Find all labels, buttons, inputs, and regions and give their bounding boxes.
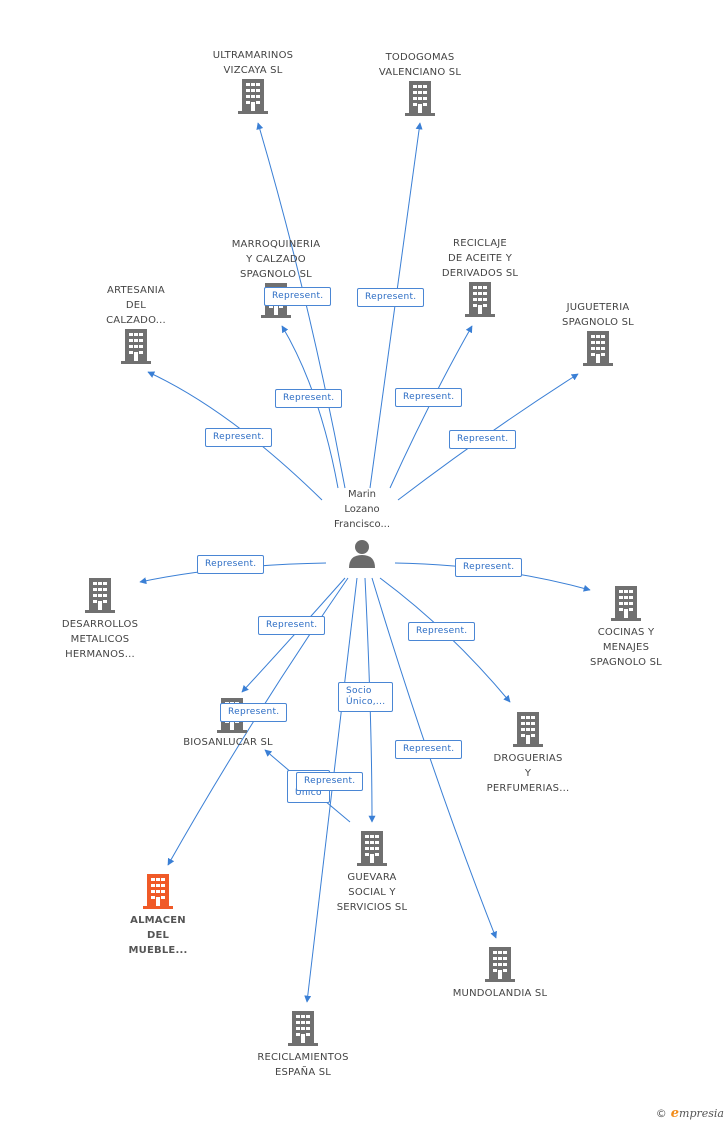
company-node-mundolandia[interactable]: MUNDOLANDIA SL	[440, 946, 560, 1001]
edge-label-represent[interactable]: Represent.	[258, 616, 326, 635]
company-label: JUGUETERIA SPAGNOLO SL	[562, 302, 634, 328]
brand-initial: e	[670, 1106, 680, 1121]
person-name: Marin Lozano Francisco...	[333, 489, 391, 530]
edge-label-represent[interactable]: Represent.	[455, 558, 523, 577]
building-icon	[611, 586, 641, 621]
company-node-reciclamientos[interactable]: RECICLAMIENTOS ESPAÑA SL	[243, 1010, 363, 1080]
company-label: MUNDOLANDIA SL	[452, 988, 548, 999]
edge-label-represent[interactable]: Represent.	[197, 555, 265, 574]
edge-label-represent[interactable]: Represent.	[296, 772, 364, 791]
edge-label-represent[interactable]: Represent.	[449, 430, 517, 449]
edge-artesania	[147, 371, 323, 501]
company-label: BIOSANLUCAR SL	[183, 737, 273, 748]
edge-biosanlucar	[241, 577, 346, 693]
edge-mundolandia	[371, 577, 497, 939]
company-label: RECICLAJE DE ACEITE Y DERIVADOS SL	[441, 238, 519, 279]
brand-name: mpresia	[679, 1107, 724, 1120]
building-icon	[238, 79, 268, 114]
company-label: TODOGOMAS VALENCIANO SL	[378, 52, 462, 78]
company-label: ULTRAMARINOS VIZCAYA SL	[212, 50, 294, 76]
edge-label-socio-unico[interactable]: Socio Único,...	[338, 682, 394, 712]
edge-label-represent[interactable]: Represent.	[220, 703, 288, 722]
edge-label-represent[interactable]: Represent.	[205, 428, 273, 447]
building-icon	[288, 1011, 318, 1046]
company-label: RECICLAMIENTOS ESPAÑA SL	[257, 1052, 349, 1078]
company-label: GUEVARA SOCIAL Y SERVICIOS SL	[336, 872, 408, 913]
company-node-guevara[interactable]: GUEVARA SOCIAL Y SERVICIOS SL	[312, 830, 432, 915]
building-icon	[143, 874, 173, 909]
company-node-droguerias[interactable]: DROGUERIAS Y PERFUMERIAS...	[468, 711, 588, 796]
person-node[interactable]: Marin Lozano Francisco...	[322, 487, 402, 568]
edge-label-represent[interactable]: Represent.	[357, 288, 425, 307]
company-node-desarrollos[interactable]: DESARROLLOS METALICOS HERMANOS...	[40, 577, 160, 662]
edge-label-represent[interactable]: Represent.	[408, 622, 476, 641]
company-label: ARTESANIA DEL CALZADO...	[106, 285, 166, 326]
company-label: DROGUERIAS Y PERFUMERIAS...	[486, 753, 570, 794]
company-node-ultramarinos[interactable]: ULTRAMARINOS VIZCAYA SL	[193, 48, 313, 114]
building-icon	[513, 712, 543, 747]
company-label: MARROQUINERIA Y CALZADO SPAGNOLO SL	[231, 239, 321, 280]
copyright-icon: ©	[655, 1107, 667, 1120]
edge-label-represent[interactable]: Represent.	[264, 287, 332, 306]
company-node-cocinas[interactable]: COCINAS Y MENAJES SPAGNOLO SL	[566, 585, 686, 670]
building-icon	[583, 331, 613, 366]
company-node-reciclaje[interactable]: RECICLAJE DE ACEITE Y DERIVADOS SL	[420, 236, 540, 317]
edge-reciclaje	[389, 325, 473, 489]
edge-reciclamientos	[304, 577, 358, 1003]
edge-label-represent[interactable]: Represent.	[275, 389, 343, 408]
company-label: DESARROLLOS METALICOS HERMANOS...	[61, 619, 139, 660]
building-icon	[85, 578, 115, 613]
building-icon	[357, 831, 387, 866]
edge-label-represent[interactable]: Represent.	[395, 388, 463, 407]
building-icon	[485, 947, 515, 982]
brand-watermark: ©empresia	[656, 1106, 724, 1121]
building-icon	[121, 329, 151, 364]
company-node-artesania[interactable]: ARTESANIA DEL CALZADO...	[76, 283, 196, 364]
company-label: COCINAS Y MENAJES SPAGNOLO SL	[590, 627, 662, 668]
building-icon	[405, 81, 435, 116]
building-icon	[465, 282, 495, 317]
company-node-jugueteria[interactable]: JUGUETERIA SPAGNOLO SL	[538, 300, 658, 366]
company-node-almacen[interactable]: ALMACEN DEL MUEBLE...	[98, 873, 218, 958]
company-label: ALMACEN DEL MUEBLE...	[128, 915, 188, 956]
edge-label-represent[interactable]: Represent.	[395, 740, 463, 759]
person-icon	[349, 540, 375, 568]
company-node-todogomas[interactable]: TODOGOMAS VALENCIANO SL	[360, 50, 480, 116]
